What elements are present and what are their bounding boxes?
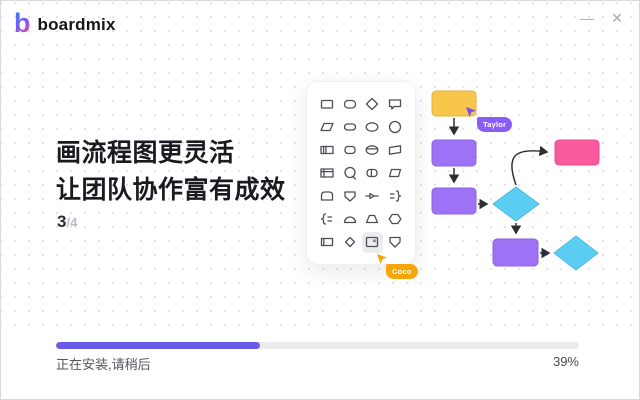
progress-bar	[56, 342, 579, 349]
tape-shape-icon[interactable]	[317, 232, 338, 253]
brand-logo: b boardmix	[14, 8, 116, 38]
taylor-cursor-badge: Taylor	[477, 117, 513, 132]
titlebar: b boardmix — ✕	[1, 1, 639, 45]
brace-left-shape-icon[interactable]	[317, 209, 338, 230]
progress-fill	[56, 342, 260, 349]
page-current: 3	[57, 212, 67, 231]
minimize-button[interactable]: —	[580, 10, 594, 26]
headline-line2: 让团队协作富有成效	[56, 176, 286, 204]
install-status-text: 正在安装,请稍后	[56, 357, 151, 372]
predefined-process-shape-icon[interactable]	[317, 139, 338, 160]
shield-shape-icon[interactable]	[339, 186, 360, 207]
page-total: /4	[66, 215, 78, 230]
install-footer: 正在安装,请稍后 39%	[1, 337, 639, 399]
rounded-rectangle-shape-icon[interactable]	[339, 93, 360, 114]
shield-point-shape-icon[interactable]	[384, 232, 405, 253]
boardmix-logo-icon: b	[14, 8, 31, 38]
flow-node-decide2	[553, 235, 599, 271]
note-shape-icon[interactable]	[361, 231, 383, 253]
close-button[interactable]: ✕	[611, 10, 623, 26]
hexagon-shape-icon[interactable]	[384, 209, 405, 230]
circle-shape-icon[interactable]	[384, 116, 405, 137]
stadium-shape-icon[interactable]	[339, 116, 360, 137]
coco-cursor-icon	[377, 254, 387, 264]
horizontal-cylinder-shape-icon[interactable]	[362, 139, 383, 160]
flag-shape-icon[interactable]	[384, 139, 405, 160]
divided-process-shape-icon[interactable]	[362, 162, 383, 183]
coco-cursor-badge: Coco	[386, 264, 418, 279]
headline: 画流程图更灵活 让团队协作富有成效	[56, 135, 286, 209]
progress-percent: 39%	[552, 354, 579, 369]
callout-shape-icon[interactable]	[384, 93, 405, 114]
flow-node-decide1	[492, 186, 540, 222]
page-indicator: 3/4	[57, 212, 77, 232]
headline-line1: 画流程图更灵活	[56, 139, 235, 167]
flow-node-step1	[431, 139, 477, 167]
valve-shape-icon[interactable]	[362, 186, 383, 207]
brand-wordmark: boardmix	[37, 14, 116, 34]
loop-limit-shape-icon[interactable]	[339, 162, 360, 183]
rounded-box-shape-icon[interactable]	[339, 139, 360, 160]
flow-node-result	[554, 139, 600, 166]
trapezoid-shape-icon[interactable]	[362, 209, 383, 230]
flow-node-start	[431, 90, 477, 117]
ellipse-shape-icon[interactable]	[362, 116, 383, 137]
display-shape-icon[interactable]	[317, 186, 338, 207]
flow-node-step2	[431, 187, 477, 215]
half-circle-shape-icon[interactable]	[339, 209, 360, 230]
taylor-cursor-icon	[466, 107, 476, 117]
diamond-shape-icon[interactable]	[362, 93, 383, 114]
brace-right-shape-icon[interactable]	[384, 186, 405, 207]
flow-node-step3	[492, 238, 539, 267]
rectangle-shape-icon[interactable]	[317, 93, 338, 114]
card-shape-icon[interactable]	[384, 162, 405, 183]
parallelogram-shape-icon[interactable]	[317, 116, 338, 137]
small-diamond-shape-icon[interactable]	[339, 232, 360, 253]
shape-picker-panel	[306, 81, 416, 265]
internal-storage-shape-icon[interactable]	[317, 162, 338, 183]
